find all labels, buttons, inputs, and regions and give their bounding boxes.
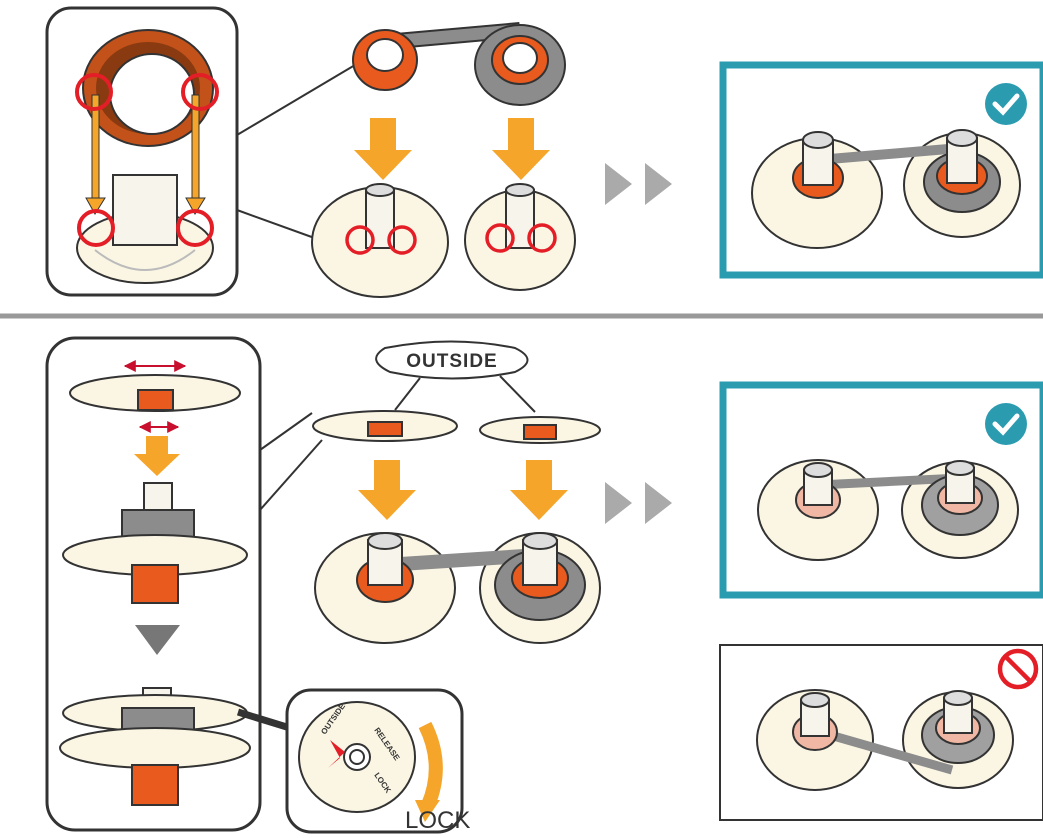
flanges-bottom	[312, 410, 601, 444]
prohibited-icon	[997, 648, 1039, 690]
result-panel-correct-top	[719, 61, 1043, 279]
down-arrows-bottom	[358, 460, 568, 520]
result-panel-incorrect	[719, 644, 1043, 821]
spool-assembly-callout	[45, 336, 323, 832]
core-detail-callout	[45, 6, 356, 297]
outside-label: OUTSIDE	[406, 351, 497, 372]
lock-arrow-label: LOCK	[405, 807, 470, 834]
outside-label-bubble: OUTSIDE	[375, 340, 536, 413]
next-step-arrows-bottom	[605, 482, 672, 524]
lock-dial-callout: OUTSIDE RELEASE LOCK LOCK	[285, 688, 470, 834]
tab-highlight-right-bottom	[176, 209, 214, 247]
down-arrows-top	[354, 118, 550, 180]
notch-highlight-right-top	[181, 73, 219, 111]
top-section	[45, 6, 1043, 298]
notch-highlight-left-top	[75, 73, 113, 111]
bottom-section: OUTSIDE	[45, 336, 1043, 834]
check-icon	[985, 403, 1027, 445]
check-icon	[985, 83, 1027, 125]
spools-top	[311, 183, 576, 298]
next-step-arrows-top	[605, 163, 672, 205]
spools-with-ribbon-bottom	[314, 532, 601, 644]
result-panel-correct-bottom	[719, 381, 1043, 599]
ribbon-rolls-top	[352, 22, 566, 106]
tab-highlight-left-bottom	[77, 209, 115, 247]
